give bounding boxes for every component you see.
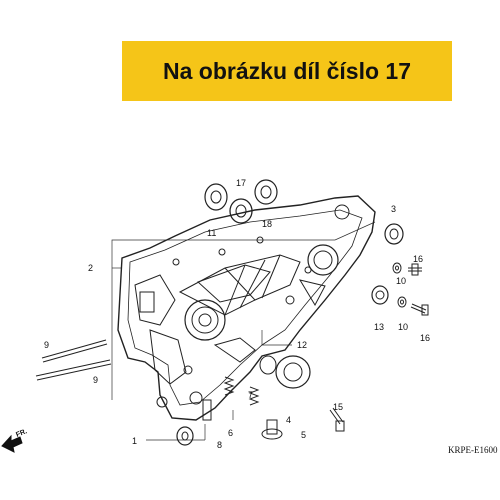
oil-strainer-5 <box>261 419 283 440</box>
callout-15: 15 <box>333 402 343 412</box>
leader-lines <box>111 221 376 441</box>
dowel-6 <box>223 376 235 396</box>
diagram-code: KRPE-E1600 <box>448 445 498 455</box>
banner-text: Na obrázku díl číslo 17 <box>163 57 411 84</box>
callout-1: 1 <box>132 436 137 446</box>
callout-4: 4 <box>286 415 291 425</box>
stud-bolt-9b <box>35 359 112 381</box>
callout-3: 3 <box>391 204 396 214</box>
washer-10b <box>397 296 407 308</box>
callout-9b: 9 <box>93 375 98 385</box>
callout-8: 8 <box>217 440 222 450</box>
callout-16a: 16 <box>413 254 423 264</box>
callout-12: 12 <box>297 340 307 350</box>
washer-10a <box>392 262 402 274</box>
bolt-16b <box>410 303 429 316</box>
bushing-1 <box>176 426 194 446</box>
callout-10b: 10 <box>398 322 408 332</box>
callout-13: 13 <box>374 322 384 332</box>
callout-5: 5 <box>301 430 306 440</box>
spring-7 <box>248 386 260 406</box>
callout-9a: 9 <box>44 340 49 350</box>
bolt-16a <box>408 263 422 276</box>
front-label: FR. <box>15 428 28 439</box>
pin-8 <box>202 399 212 421</box>
crankcase-left <box>117 195 376 421</box>
front-arrow-icon <box>1 434 23 453</box>
stud-bolt-9a <box>41 339 108 363</box>
callout-6: 6 <box>228 428 233 438</box>
cover-12 <box>259 355 311 389</box>
bolt-15 <box>329 407 345 432</box>
callout-18: 18 <box>262 219 272 229</box>
callout-17: 17 <box>236 178 246 188</box>
title-banner: Na obrázku díl číslo 17 <box>122 41 452 101</box>
oil-seal-3 <box>384 223 404 245</box>
callout-2: 2 <box>88 263 93 273</box>
callout-7: 7 <box>248 390 253 400</box>
bearing-17 <box>229 198 253 224</box>
callout-11: 11 <box>207 228 216 238</box>
callout-10a: 10 <box>396 276 406 286</box>
bearing-18 <box>254 179 278 205</box>
bearing-11 <box>204 183 228 211</box>
oil-seal-13 <box>371 285 389 305</box>
callout-16b: 16 <box>420 333 430 343</box>
